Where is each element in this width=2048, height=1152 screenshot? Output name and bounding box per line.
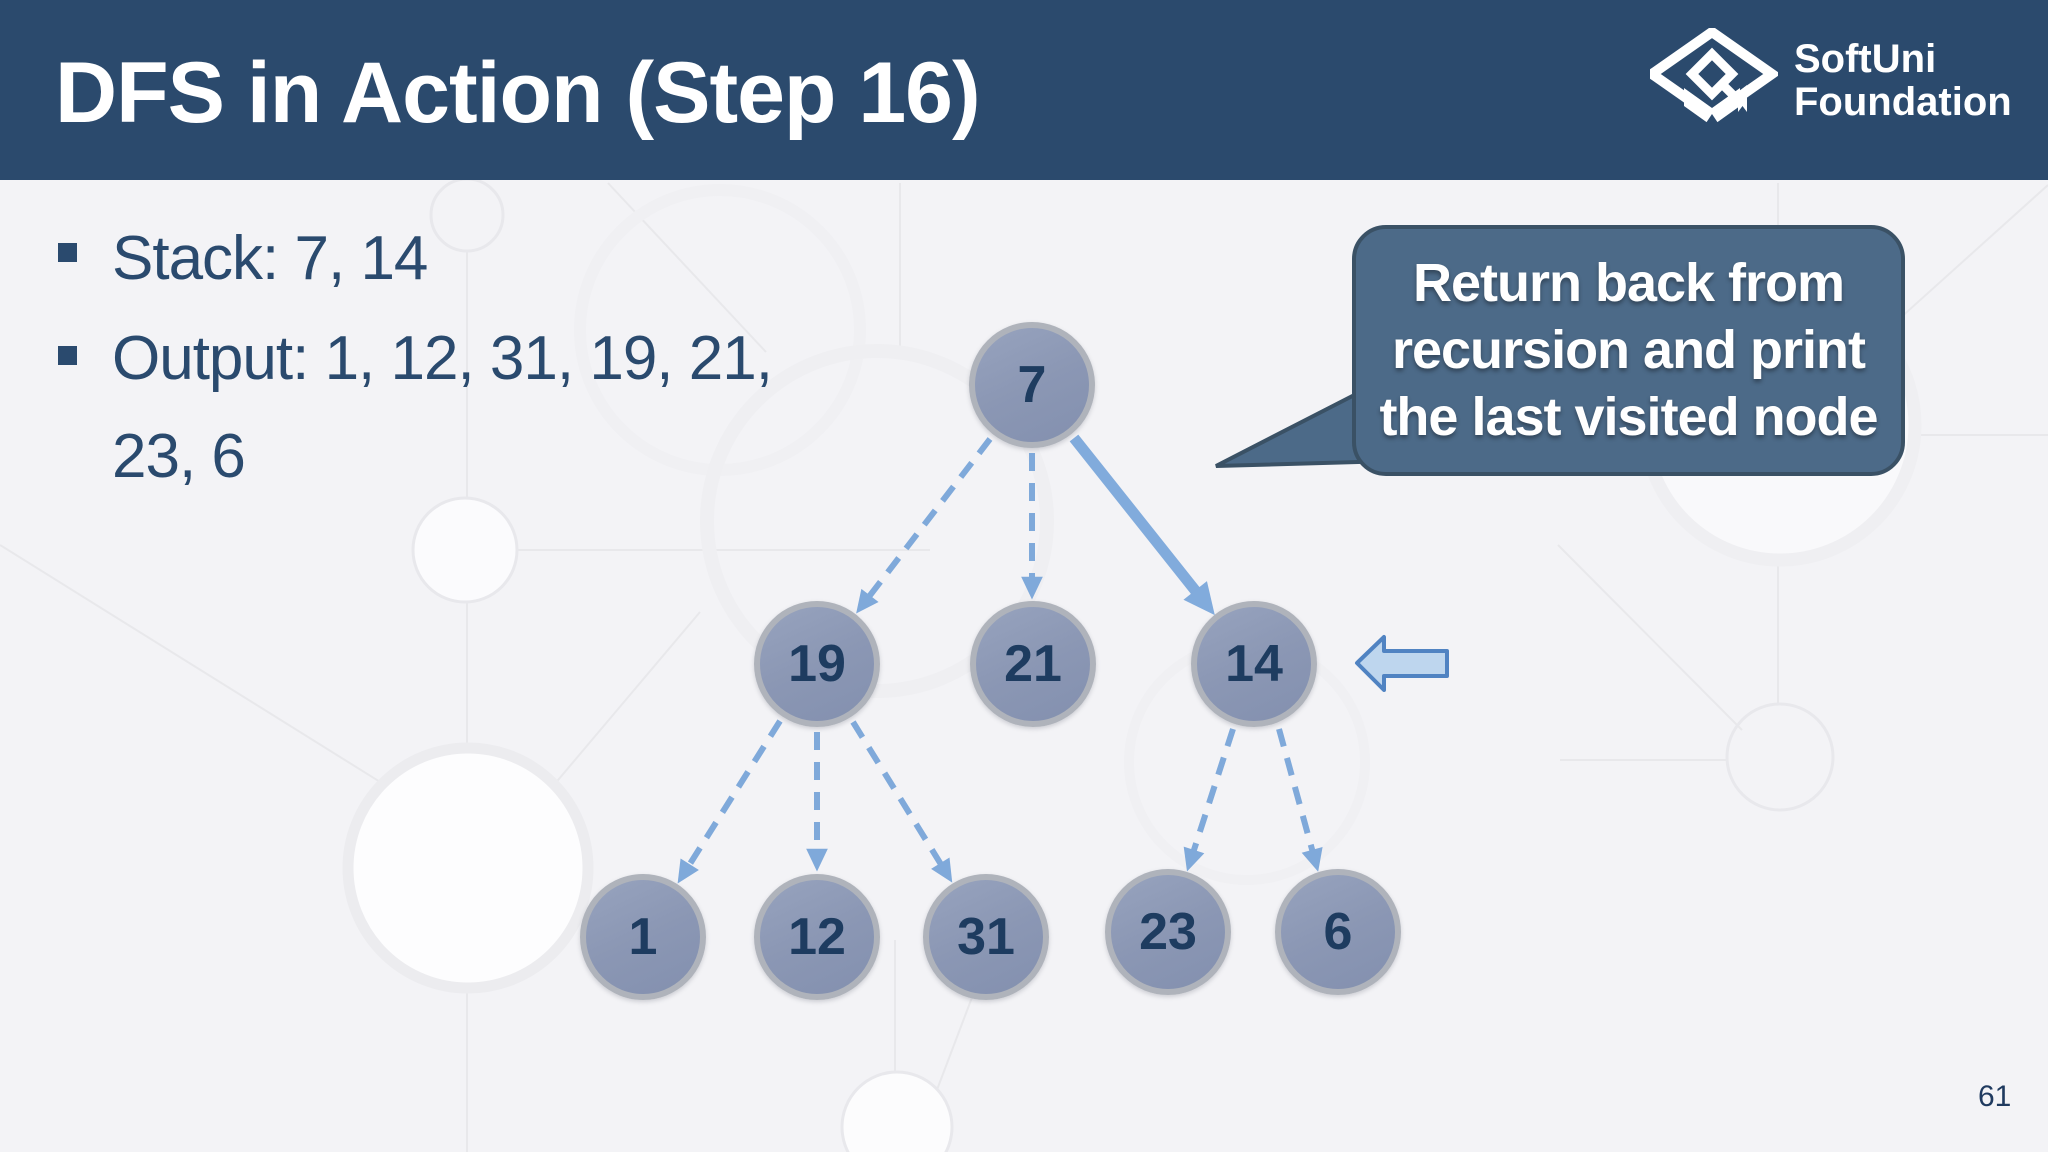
tree-node-19: 19 (754, 601, 880, 727)
logo-text: SoftUni Foundation (1794, 38, 2012, 124)
edge-7-14-active (1069, 434, 1215, 616)
tree-node-14: 14 (1191, 601, 1317, 727)
tree-node-12: 12 (754, 874, 880, 1000)
logo-line-1: SoftUni (1794, 37, 1937, 81)
edge-14-6 (1276, 728, 1323, 872)
node-label: 21 (1004, 635, 1062, 693)
tree-node-23: 23 (1105, 869, 1231, 995)
edge-14-23 (1183, 728, 1236, 872)
logo-line-2: Foundation (1794, 80, 2012, 124)
tree-node-31: 31 (923, 874, 1049, 1000)
graduation-cap-icon (1650, 28, 1778, 126)
tree-node-7: 7 (969, 322, 1095, 448)
node-label: 23 (1139, 903, 1197, 961)
node-label: 14 (1225, 635, 1283, 693)
edge-19-31 (850, 720, 953, 883)
edge-19-1 (677, 719, 783, 884)
tree-node-21: 21 (970, 601, 1096, 727)
callout-bubble: Return back from recursion and print the… (1352, 225, 1905, 476)
node-label: 1 (628, 908, 658, 966)
callout-line: recursion and print (1391, 320, 1866, 380)
tree-node-6: 6 (1275, 869, 1401, 995)
page-number: 61 (1978, 1080, 2012, 1113)
bullet-stack: Stack: 7, 14 (112, 224, 428, 293)
callout-line: the last visited node (1379, 387, 1878, 447)
header-bar: DFS in Action (Step 16) SoftUni Foundati… (0, 0, 2048, 180)
page-title: DFS in Action (Step 16) (55, 45, 981, 141)
node-label: 6 (1323, 903, 1353, 961)
bullet-marker (58, 243, 77, 262)
node-label: 7 (1017, 356, 1047, 414)
node-label: 31 (957, 908, 1015, 966)
softuni-logo: SoftUni Foundation (1650, 24, 2030, 154)
node-label: 19 (788, 635, 846, 693)
bullet-marker (58, 346, 77, 365)
tree-node-1: 1 (580, 874, 706, 1000)
node-label: 12 (788, 908, 846, 966)
callout-line: Return back from (1412, 253, 1845, 313)
bullet-output: Output: 1, 12, 31, 19, 21, 23, 6 (112, 324, 773, 491)
edge-7-19 (856, 437, 993, 614)
